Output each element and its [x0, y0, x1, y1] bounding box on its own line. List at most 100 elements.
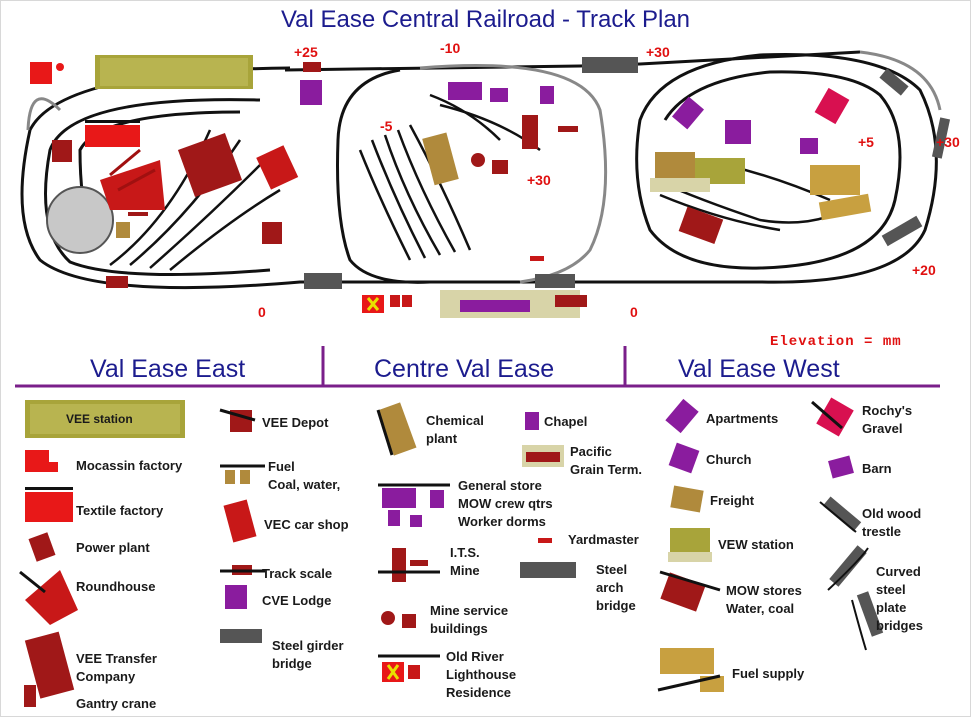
- region-heading-east: Val Ease East: [90, 355, 246, 383]
- legend-vee-transfer: VEE Transfer Company: [76, 651, 157, 684]
- legend-vee-station: VEE station: [66, 412, 133, 426]
- legend-roundhouse: Roundhouse: [76, 579, 156, 594]
- legend-track-scale: Track scale: [262, 566, 333, 581]
- legend-freight: Freight: [710, 493, 755, 508]
- curved-bridge-right: [931, 117, 951, 159]
- legend-mine-service-symbol: [381, 611, 395, 625]
- elevation-marker: +5: [858, 134, 874, 150]
- elevation-marker: +25: [294, 44, 318, 60]
- centre-loop-right: [419, 64, 608, 284]
- legend-apartments-symbol: [665, 398, 699, 434]
- steel-girder-bridge-top: [582, 57, 638, 73]
- elevation-marker: 0: [630, 304, 638, 320]
- curved-bridge-lower: [881, 215, 923, 247]
- legend-chapel: Chapel: [544, 414, 588, 429]
- depot-east: [262, 222, 282, 244]
- elevation-marker: +30: [646, 44, 670, 60]
- legend-chemical-plant: Chemical plant: [426, 413, 484, 446]
- legend-curved-bridge-symbol-1: [829, 545, 867, 587]
- steel-girder-bridge-bottom-2: [535, 274, 575, 288]
- legend-arch-bridge-symbol: [520, 562, 576, 578]
- vee-transfer: [177, 132, 243, 198]
- legend-roundhouse-symbol: [25, 570, 78, 625]
- centre-loop: [336, 68, 431, 284]
- legend-rochy-symbol: [816, 397, 854, 437]
- yardmaster-top: [530, 256, 544, 261]
- legend-steel-girder-bridge: Steel girder bridge: [272, 638, 344, 671]
- legend-freight-symbol: [670, 485, 704, 513]
- legend-apartments: Apartments: [706, 411, 779, 426]
- legend-rochys-gravel: Rochy's Gravel: [862, 403, 913, 436]
- chapel-top: [540, 86, 554, 104]
- region-heading-west: Val Ease West: [678, 355, 840, 383]
- legend-trestle-symbol: [822, 496, 862, 532]
- scale-east: [106, 276, 128, 288]
- legend-chemical-symbol: [377, 402, 417, 456]
- steel-girder-bridge-bottom: [304, 273, 342, 289]
- legend-vee-depot: VEE Depot: [262, 415, 329, 430]
- legend-curved-bridge-symbol-2: [856, 591, 884, 637]
- legend-fuel: Fuel Coal, water,: [268, 459, 341, 492]
- legend-lodge-symbol: [225, 585, 247, 609]
- legend-old-river: Old River Lighthouse Residence: [446, 649, 517, 700]
- textile-factory: [85, 125, 140, 147]
- fuel-supply-top: [810, 165, 860, 195]
- general-store: [448, 82, 482, 100]
- power-plant: [52, 140, 72, 162]
- legend-vec-car-shop: VEC car shop: [264, 517, 349, 532]
- mow-stores-top: [678, 206, 724, 245]
- elevation-marker: +20: [912, 262, 936, 278]
- legend-fuel-supply-symbol: [660, 648, 714, 674]
- legend-vew-station: VEW station: [718, 537, 794, 552]
- legend-gantry-crane: Gantry crane: [76, 696, 157, 711]
- trestle-top: [879, 68, 909, 96]
- vec-car-shop: [256, 145, 299, 190]
- fuel-east: [116, 222, 130, 238]
- legend-transfer-symbol: [24, 631, 75, 699]
- legend-mine-service: Mine service buildings: [430, 603, 509, 636]
- elevation-marker: +30: [936, 134, 960, 150]
- legend-chapel-symbol: [525, 412, 539, 430]
- elevation-legend-label: Elevation = mm: [770, 334, 902, 350]
- legend-general-store-symbol: [382, 488, 416, 508]
- legend-church-symbol: [668, 442, 700, 474]
- mocassin-factory: [30, 62, 52, 84]
- rochy-gravel-top: [814, 87, 850, 125]
- legend-barn: Barn: [862, 461, 892, 476]
- legend-fuel-symbol: [225, 470, 235, 484]
- legend-church: Church: [706, 452, 752, 467]
- west-loop-outer: [635, 52, 938, 284]
- legend-mocassin-factory: Mocassin factory: [76, 458, 183, 473]
- turntable: [46, 186, 114, 254]
- mine-service-circle: [471, 153, 485, 167]
- legend-vew-station-symbol: [670, 528, 710, 552]
- region-heading-centre: Centre Val Ease: [374, 355, 555, 383]
- legend-textile-symbol: [25, 492, 73, 522]
- legend-girder-symbol: [220, 629, 262, 643]
- apartments-top: [671, 96, 705, 130]
- church-top: [725, 120, 751, 144]
- roundhouse: [100, 160, 165, 210]
- barn-top: [800, 138, 818, 154]
- legend-pacific-grain: Pacific Grain Term.: [570, 444, 643, 477]
- legend-cve-lodge: CVE Lodge: [262, 593, 332, 608]
- elevation-marker: -10: [440, 40, 461, 56]
- legend-yardmaster-symbol: [538, 538, 552, 543]
- elevation-marker: +30: [527, 172, 551, 188]
- legend-mine-symbol: [392, 548, 406, 582]
- page-title: Val Ease Central Railroad - Track Plan: [280, 6, 691, 33]
- legend-general-store: General store MOW crew qtrs Worker dorms: [458, 478, 553, 529]
- legend-power-symbol: [28, 532, 56, 562]
- legend-mocassin-symbol: [25, 450, 49, 472]
- legend-fuel-supply: Fuel supply: [732, 666, 805, 681]
- legend-its-mine: I.T.S. Mine: [450, 545, 480, 578]
- legend-old-wood-trestle: Old wood trestle: [862, 506, 922, 539]
- elevation-marker: 0: [258, 304, 266, 320]
- legend-yardmaster: Yardmaster: [568, 532, 639, 547]
- gray-return-tracks: [26, 50, 942, 131]
- legend-mow-stores: MOW stores Water, coal: [726, 583, 802, 616]
- freight-top: [655, 152, 695, 178]
- west-loop-inner: [663, 70, 902, 270]
- legend-curved-bridges: Curved steel plate bridges: [876, 564, 923, 633]
